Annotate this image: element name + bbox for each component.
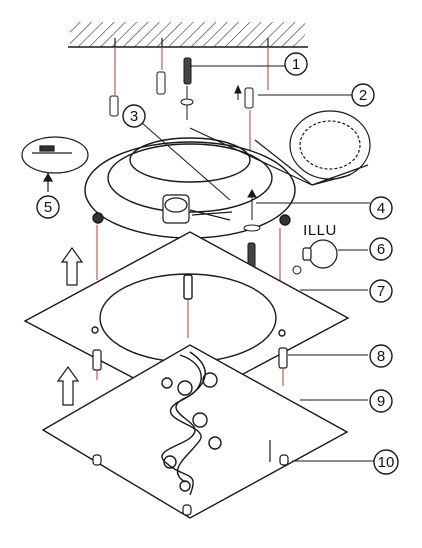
callout-7-circle [369,279,393,303]
callout-10: 10 [378,454,395,471]
callout-1: 1 [292,56,300,73]
canopy [84,137,296,239]
callout-8-circle [369,344,393,368]
callout-9: 9 [377,393,385,410]
callout-9-circle [369,389,393,413]
callout-7: 7 [377,283,385,300]
callout-1-circle [284,52,308,76]
callout-5-circle [36,195,60,219]
callout-labels: 1 2 3 4 5 6 7 8 9 10 [44,56,395,471]
up-arrow-icon [56,246,84,406]
ceiling [68,22,308,48]
callout-6-circle [369,237,393,261]
callout-3-circle [122,104,146,128]
lamp-socket [162,194,233,224]
callout-4-circle [369,196,393,220]
callouts [36,52,399,475]
callout-4: 4 [377,200,385,217]
decorative-pattern [161,351,222,496]
callout-8: 8 [377,348,385,365]
callout-10-circle [373,449,399,475]
callout-6: 6 [377,241,385,258]
light-bulb [302,239,338,269]
callout-2-circle [351,83,375,107]
detail-inset-right [189,110,371,186]
cap-nuts [92,440,289,516]
spacers [92,347,288,386]
leader-lines [141,65,374,462]
detail-inset-left [21,136,89,192]
callout-3: 3 [130,108,138,125]
wall-plugs [109,57,254,120]
callout-5: 5 [44,199,52,216]
fixing-screws [243,188,302,275]
illu-label: ILLU [303,222,337,239]
callout-2: 2 [359,87,367,104]
